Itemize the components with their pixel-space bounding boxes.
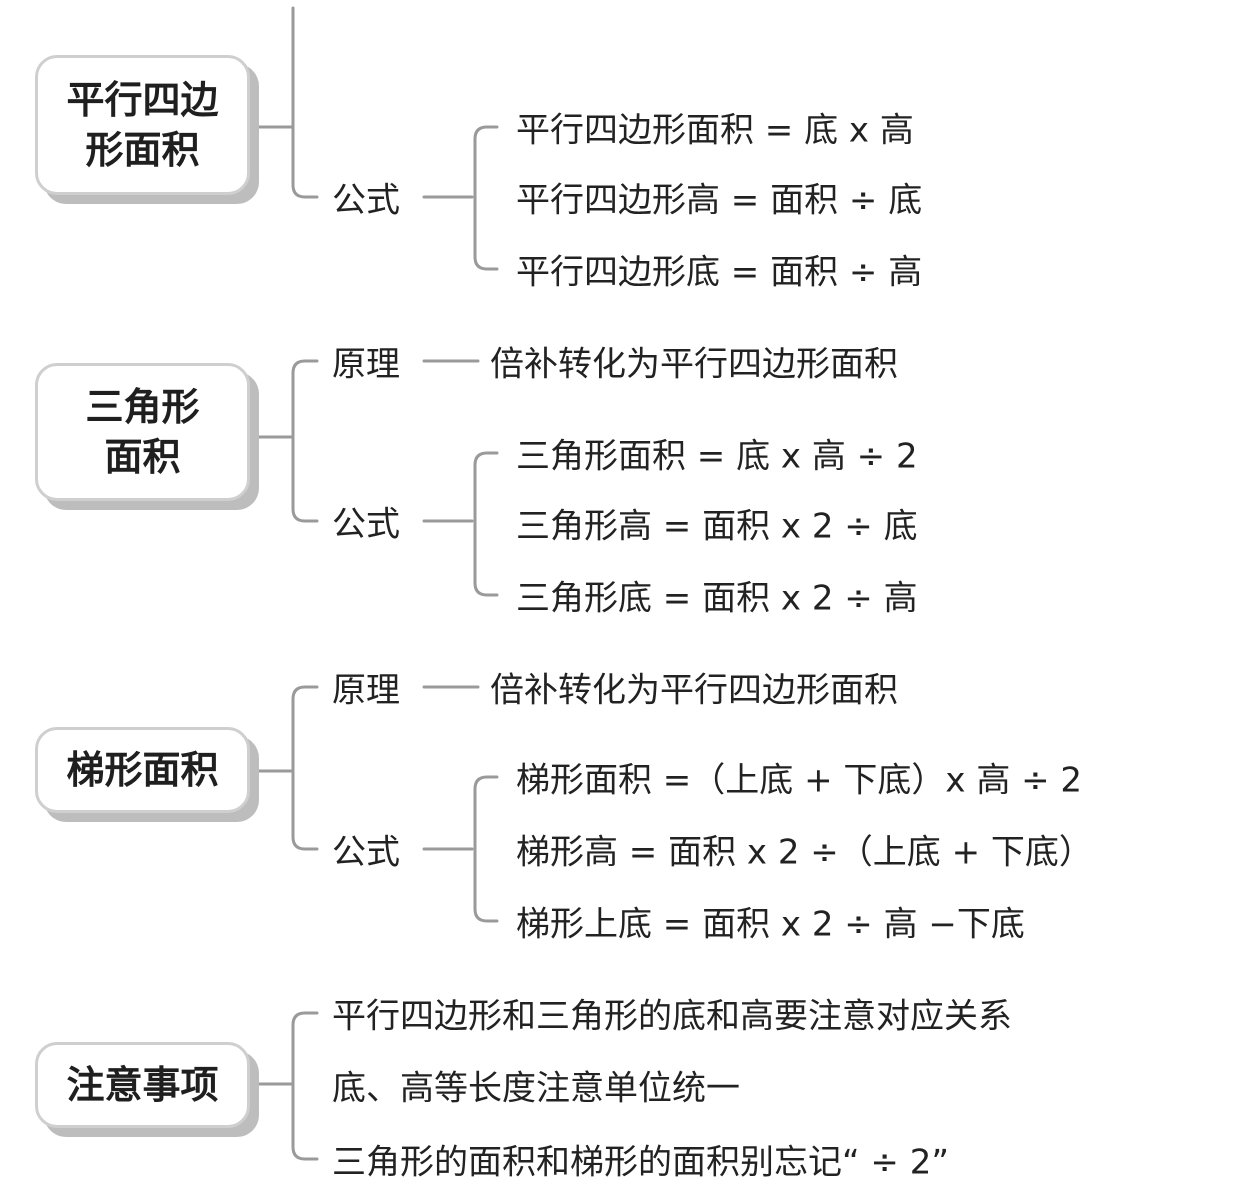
- topic-title-line: 注意事项: [66, 1063, 219, 1107]
- formula-item: 梯形面积 =（上底 + 下底）x 高 ÷ 2: [516, 760, 1083, 801]
- principle-item: 倍补转化为平行四边形面积: [490, 670, 898, 711]
- principle-item: 倍补转化为平行四边形面积: [490, 344, 898, 385]
- branch-label-principle: 原理: [332, 344, 400, 385]
- topic-2-connectors: [257, 359, 499, 597]
- topic-title-line: 面积: [104, 435, 181, 479]
- formula-item: 三角形面积 = 底 x 高 ÷ 2: [516, 436, 918, 477]
- topic-3-connectors: [257, 685, 499, 923]
- formula-item: 梯形高 = 面积 x 2 ÷（上底 + 下底）: [516, 832, 1093, 873]
- topic-title-line: 形面积: [85, 128, 200, 172]
- note-item: 平行四边形和三角形的底和高要注意对应关系: [332, 996, 1012, 1037]
- formula-item: 平行四边形面积 = 底 x 高: [516, 110, 914, 151]
- branch-label-formula: 公式: [332, 180, 400, 221]
- topic-4-connectors: [257, 1011, 319, 1161]
- topic-title-line: 平行四边: [66, 78, 219, 122]
- formula-item: 三角形高 = 面积 x 2 ÷ 底: [516, 506, 918, 547]
- branch-label-principle: 原理: [332, 670, 400, 711]
- topic-box-parallelogram-area: 平行四边 形面积: [35, 55, 250, 195]
- formula-item: 梯形上底 = 面积 x 2 ÷ 高 −下底: [516, 904, 1025, 945]
- topic-box-triangle-area: 三角形 面积: [35, 363, 250, 501]
- formula-item: 平行四边形底 = 面积 ÷ 高: [516, 252, 923, 293]
- topic-title-line: 三角形: [85, 385, 200, 429]
- topic-box-trapezoid-area: 梯形面积: [35, 727, 250, 813]
- topic-box-notes: 注意事项: [35, 1042, 250, 1128]
- formula-item: 三角形底 = 面积 x 2 ÷ 高: [516, 578, 918, 619]
- topic-1-connectors: [257, 6, 499, 271]
- note-item: 底、高等长度注意单位统一: [332, 1068, 740, 1109]
- formula-item: 平行四边形高 = 面积 ÷ 底: [516, 180, 923, 221]
- branch-label-formula: 公式: [332, 504, 400, 545]
- topic-title-line: 梯形面积: [66, 748, 219, 792]
- branch-label-formula: 公式: [332, 832, 400, 873]
- note-item: 三角形的面积和梯形的面积别忘记“ ÷ 2”: [332, 1142, 949, 1183]
